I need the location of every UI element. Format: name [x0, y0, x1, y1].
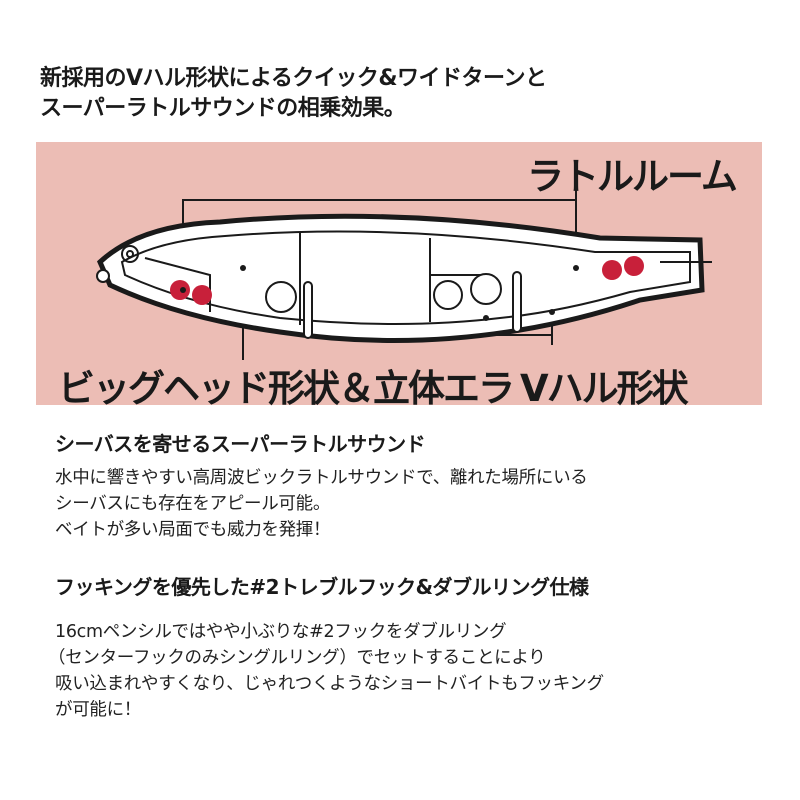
section1-title: シーバスを寄せるスーパーラトルサウンド — [55, 432, 426, 456]
section2-title: フッキングを優先した#2トレブルフック&ダブルリング仕様 — [55, 575, 589, 599]
section1-line: ベイトが多い局面でも威力を発揮！ — [55, 520, 331, 540]
header-line-1: 新採用のVハル形状によるクイック&ワイドターンと — [40, 66, 547, 91]
label-rattle-room: ラトルルーム — [527, 155, 738, 198]
section2-line: 吸い込まれやすくなり、じゃれつくようなショートバイトもフッキング — [55, 674, 604, 694]
section1-line: シーバスにも存在をアピール可能。 — [55, 494, 331, 514]
header-line-2: スーパーラトルサウンドの相乗効果。 — [40, 96, 406, 121]
rattle-balls — [170, 256, 644, 305]
label-big-head: ビッグヘッド形状＆立体エラ — [58, 367, 515, 410]
section1-line: 水中に響きやすい高周波ビックラトルサウンドで、離れた場所にいる — [55, 468, 588, 488]
label-v-hull: Vハル形状 — [520, 367, 689, 410]
section2-line: が可能に！ — [55, 700, 141, 720]
section2-line: （センターフックのみシングルリング）でセットすることにより — [48, 648, 546, 668]
section2-line: 16cmペンシルではやや小ぶりな#2フックをダブルリング — [55, 622, 507, 642]
